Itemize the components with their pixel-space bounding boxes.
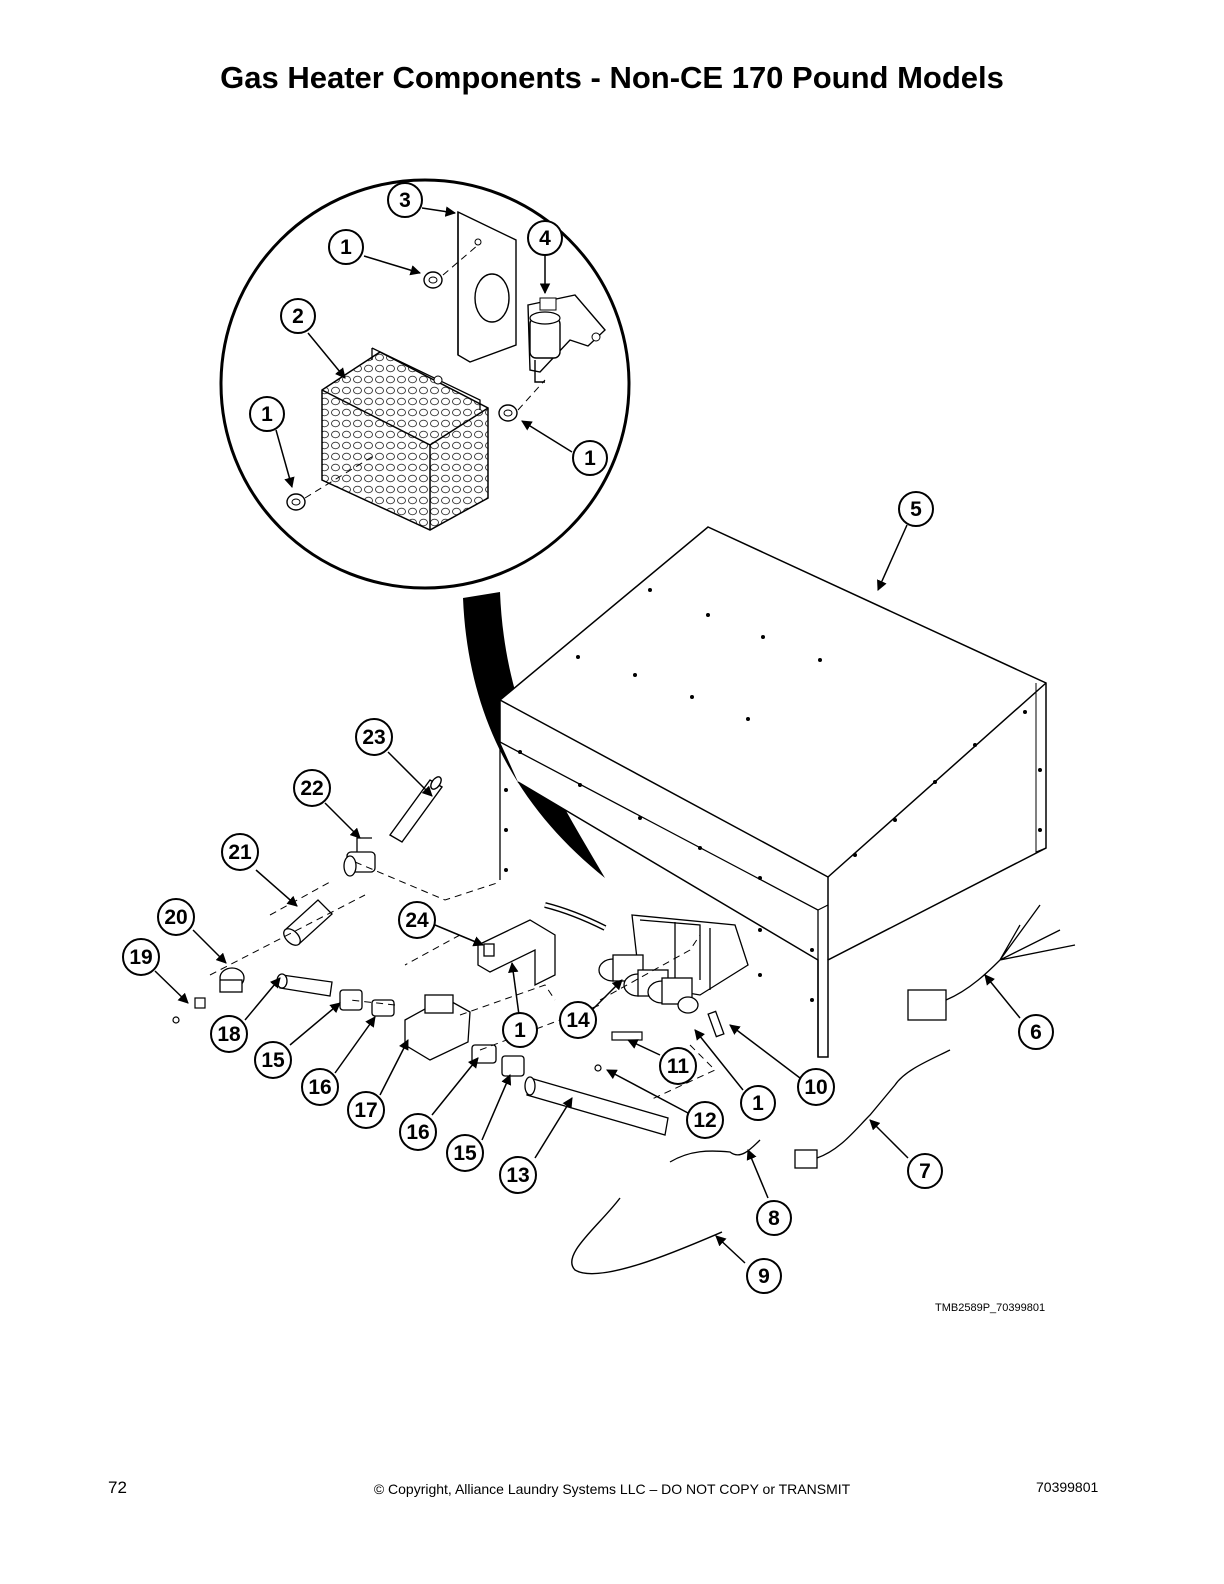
pipe-plug	[172, 997, 206, 1024]
pipe-nipple	[283, 899, 333, 946]
screw	[498, 404, 518, 422]
callout-14: 14	[559, 1001, 597, 1039]
callout-label: 5	[910, 498, 922, 521]
callout-label: 8	[768, 1207, 780, 1230]
callout-label: 23	[362, 726, 385, 749]
copyright-notice: © Copyright, Alliance Laundry Systems LL…	[373, 1481, 851, 1497]
callout-7: 7	[907, 1153, 943, 1189]
leader-lines	[154, 206, 1021, 1264]
callout-label: 1	[340, 236, 352, 259]
callout-13: 13	[499, 1156, 537, 1194]
union-fitting	[339, 989, 363, 1011]
callout-label: 9	[758, 1265, 770, 1288]
callout-label: 1	[584, 447, 596, 470]
callout-label: 4	[539, 227, 551, 250]
callout-1: 1	[740, 1085, 776, 1121]
callout-label: 20	[164, 906, 187, 929]
callout-label: 12	[693, 1109, 716, 1132]
callout-15: 15	[446, 1134, 484, 1172]
document-number: 70399801	[1036, 1479, 1099, 1495]
callout-label: 21	[228, 841, 252, 864]
callout-9: 9	[746, 1258, 782, 1294]
callout-15: 15	[254, 1041, 292, 1079]
callout-label: 15	[261, 1049, 285, 1072]
valve-bracket	[477, 919, 556, 987]
callout-label: 17	[354, 1099, 377, 1122]
callout-5: 5	[898, 491, 934, 527]
wire-harness	[907, 904, 1076, 1021]
callout-23: 23	[355, 718, 393, 756]
callout-3: 3	[387, 182, 423, 218]
callout-label: 1	[261, 403, 273, 426]
callout-16: 16	[399, 1113, 437, 1151]
burner-manifold	[524, 1076, 669, 1136]
pipe-elbow	[219, 967, 245, 993]
callout-label: 24	[405, 909, 429, 932]
pipe-section	[276, 973, 333, 997]
callout-label: 6	[1030, 1021, 1042, 1044]
burner-valve-assembly	[544, 902, 749, 1038]
callout-6: 6	[1018, 1014, 1054, 1050]
callout-10: 10	[797, 1068, 835, 1106]
callout-24: 24	[398, 901, 436, 939]
screw	[423, 271, 443, 289]
callout-label: 11	[667, 1055, 690, 1078]
callout-label: 3	[399, 189, 411, 212]
heater-cabinet	[499, 526, 1047, 1058]
callout-label: 10	[804, 1076, 827, 1099]
igniter-wire	[669, 1139, 761, 1163]
detail-view	[219, 178, 631, 878]
callout-11: 11	[659, 1047, 697, 1085]
callout-label: 16	[406, 1121, 429, 1144]
callout-label: 7	[919, 1160, 931, 1183]
ball-valve	[343, 837, 376, 877]
callout-16: 16	[301, 1068, 339, 1106]
figure-code: TMB2589P_70399801	[935, 1302, 1046, 1314]
callout-1: 1	[572, 440, 608, 476]
callout-20: 20	[157, 898, 195, 936]
callout-label: 18	[217, 1023, 241, 1046]
flame-sensor-cable	[571, 1197, 723, 1275]
union-fitting	[501, 1055, 525, 1077]
igniter-bracket	[594, 1031, 643, 1072]
nipple-fitting	[371, 999, 395, 1017]
callout-label: 13	[506, 1164, 529, 1187]
page-title: Gas Heater Components - Non-CE 170 Pound…	[220, 60, 1004, 95]
callout-17: 17	[347, 1091, 385, 1129]
callout-label: 2	[292, 305, 304, 328]
gas-valve	[404, 994, 471, 1061]
page-number: 72	[108, 1478, 127, 1497]
callout-1: 1	[502, 1012, 538, 1048]
callout-1: 1	[328, 229, 364, 265]
callout-label: 14	[566, 1009, 590, 1032]
thermostat	[527, 294, 606, 383]
callout-21: 21	[221, 833, 259, 871]
screw	[286, 493, 306, 511]
callout-label: 22	[300, 777, 323, 800]
callout-label: 1	[514, 1019, 526, 1042]
callout-18: 18	[210, 1015, 248, 1053]
callout-label: 16	[308, 1076, 331, 1099]
callout-label: 1	[752, 1092, 764, 1115]
callout-label: 15	[453, 1142, 477, 1165]
gas-pipe	[388, 776, 444, 843]
callout-22: 22	[293, 769, 331, 807]
wire-harness	[794, 1049, 951, 1169]
callout-12: 12	[686, 1101, 724, 1139]
callout-19: 19	[122, 938, 160, 976]
callout-8: 8	[756, 1200, 792, 1236]
heat-shield	[321, 347, 489, 531]
callout-1: 1	[249, 396, 285, 432]
callout-4: 4	[527, 220, 563, 256]
callout-label: 19	[129, 946, 152, 969]
callout-2: 2	[280, 298, 316, 334]
detail-connector	[463, 592, 605, 878]
